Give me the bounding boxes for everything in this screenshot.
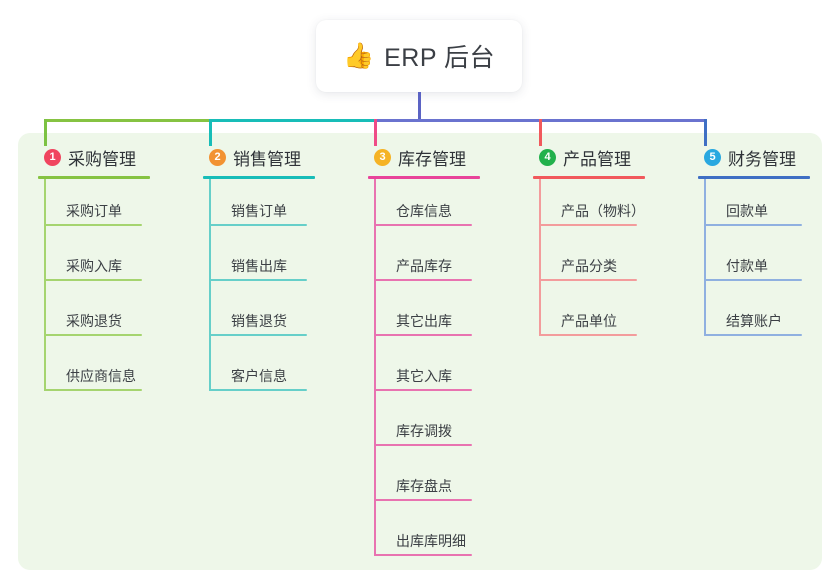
branch-item-rule [539,279,637,281]
branch-item-rule [44,334,142,336]
branch-column-1: 1 采购管理采购订单采购入库采购退货供应商信息 [38,146,150,391]
drop-line-2 [209,119,212,146]
branch-item-rule [704,334,802,336]
branch-item-label: 产品（物料） [561,203,645,219]
branch-item-label: 产品库存 [396,258,452,274]
bar-segment-1 [44,119,211,122]
branch-number-badge: 2 [209,148,226,166]
branch-item-label: 付款单 [726,258,768,274]
branch-header-1[interactable]: 1 采购管理 [38,146,136,169]
branch-header-4[interactable]: 4 产品管理 [533,146,631,169]
branch-title: 销售管理 [233,149,301,169]
branch-header-5[interactable]: 5 财务管理 [698,146,796,169]
branch-item-label: 出库库明细 [396,533,466,549]
branch-item-rule [539,224,637,226]
drop-line-4 [539,119,542,146]
branch-header-rule [203,176,315,179]
branch-item-label: 客户信息 [231,368,287,384]
branch-item-label: 采购订单 [66,203,122,219]
branch-item-rule [209,224,307,226]
branch-item-rule [44,224,142,226]
branch-column-2: 2 销售管理销售订单销售出库销售退货客户信息 [203,146,315,391]
branch-column-5: 5 财务管理回款单付款单结算账户 [698,146,810,336]
branch-number-badge: 3 [374,148,391,166]
root-node-title: ERP 后台 [384,44,496,72]
branch-item-label: 回款单 [726,203,768,219]
branch-item-rule [374,279,472,281]
branch-item-label: 销售退货 [231,313,287,329]
branch-item-label: 供应商信息 [66,368,136,384]
branch-trunk-line [704,179,706,336]
root-stem [418,92,421,122]
branch-item-rule [374,444,472,446]
branch-item-label: 销售订单 [231,203,287,219]
branch-trunk-line [374,179,376,556]
branch-item-rule [374,499,472,501]
branch-title: 产品管理 [563,149,631,169]
branch-header-2[interactable]: 2 销售管理 [203,146,301,169]
branch-item-label: 其它入库 [396,368,452,384]
branch-item-rule [44,279,142,281]
branch-trunk-line [539,179,541,336]
branch-item-label: 产品单位 [561,313,617,329]
branch-trunk-line [209,179,211,391]
branch-item-label: 库存盘点 [396,478,452,494]
branch-item-label: 其它出库 [396,313,452,329]
branch-item-rule [704,224,802,226]
branch-item-label: 库存调拨 [396,423,452,439]
drop-line-5 [704,119,707,146]
branch-header-rule [698,176,810,179]
branch-item-rule [374,554,472,556]
branch-item-rule [374,389,472,391]
branch-title: 采购管理 [68,149,136,169]
branch-title: 库存管理 [398,149,466,169]
branch-trunk-line [44,179,46,391]
branch-header-rule [368,176,480,179]
drop-line-3 [374,119,377,146]
branch-column-3: 3 库存管理仓库信息产品库存其它出库其它入库库存调拨库存盘点出库库明细 [368,146,480,556]
branch-item-label: 产品分类 [561,258,617,274]
branch-item-rule [704,279,802,281]
branch-item-label: 仓库信息 [396,203,452,219]
branch-item-label: 采购退货 [66,313,122,329]
root-node-content: 👍 ERP 后台 [343,38,495,74]
branch-header-rule [38,176,150,179]
branch-item-label: 采购入库 [66,258,122,274]
bar-segment-2 [209,119,376,122]
thumbs-up-icon: 👍 [342,41,375,70]
branch-item-rule [539,334,637,336]
branch-number-badge: 5 [704,148,721,166]
branch-title: 财务管理 [728,149,796,169]
branches-panel [18,133,822,570]
branch-number-badge: 4 [539,148,556,166]
branch-item-rule [374,334,472,336]
drop-line-1 [44,119,47,146]
branch-item-rule [209,279,307,281]
branch-item-rule [209,389,307,391]
branch-number-badge: 1 [44,148,61,166]
branch-column-4: 4 产品管理产品（物料） 产品分类产品单位 [533,146,645,336]
branch-item-rule [374,224,472,226]
branch-item-label: 结算账户 [726,313,782,329]
branch-header-rule [533,176,645,179]
branch-item-rule [209,334,307,336]
branch-item-label: 销售出库 [231,258,287,274]
branch-header-3[interactable]: 3 库存管理 [368,146,466,169]
root-node-card[interactable]: 👍 ERP 后台 [316,20,522,92]
branch-item-rule [44,389,142,391]
